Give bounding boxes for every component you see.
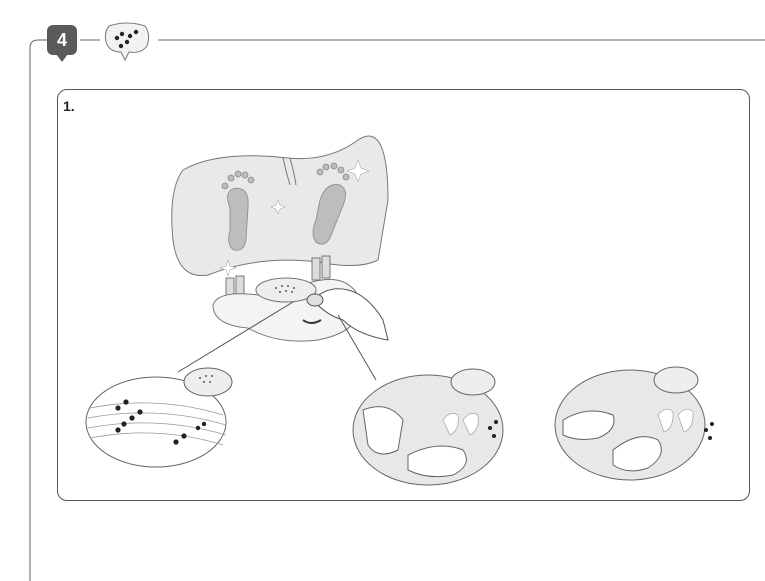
music-detail-circle (86, 368, 232, 467)
step-number-badge: 4 (47, 25, 77, 55)
foot-mat-panel (172, 136, 388, 276)
feet-detail-circle (353, 369, 503, 485)
hands-detail-circle (555, 367, 714, 480)
music-notes-icon (103, 22, 151, 62)
play-mat-illustration (58, 90, 748, 500)
